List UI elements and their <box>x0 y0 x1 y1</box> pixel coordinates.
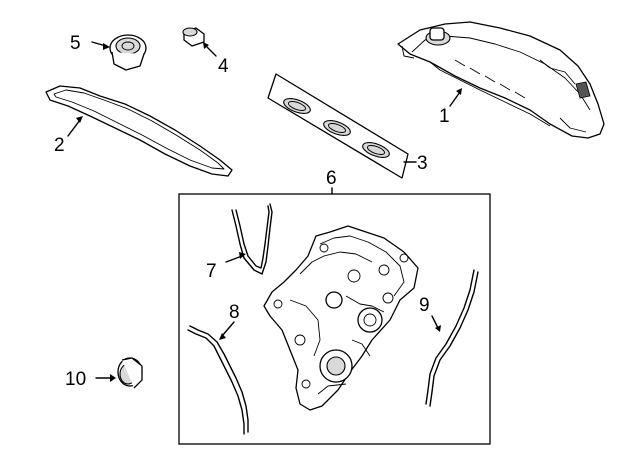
callout-1: 1 <box>439 106 450 127</box>
leader-7 <box>225 255 243 263</box>
arrow-5-icon <box>103 43 110 50</box>
callout-10: 10 <box>65 369 86 390</box>
part-5-oil-cap[interactable] <box>109 34 147 71</box>
callout-4: 4 <box>218 56 229 77</box>
leader-9 <box>431 315 439 329</box>
callout-7: 7 <box>206 261 217 282</box>
arrow-1-icon <box>456 88 462 95</box>
callout-5: 5 <box>70 33 81 54</box>
arrow-8-icon <box>219 333 226 340</box>
part-9-gasket[interactable] <box>425 269 479 407</box>
part-8-gasket[interactable] <box>187 325 249 435</box>
part-2-gasket[interactable] <box>45 85 233 177</box>
leader-1 <box>449 91 461 107</box>
part-4-plug[interactable] <box>182 27 205 47</box>
part-7-gasket[interactable] <box>231 203 273 275</box>
part-3-seal-plate[interactable] <box>267 73 409 179</box>
leader-2 <box>67 119 81 137</box>
arrow-9-icon <box>435 325 441 332</box>
arrow-4-icon <box>203 42 209 49</box>
callout-6: 6 <box>326 168 337 189</box>
callout-9: 9 <box>419 295 430 316</box>
arrow-2-icon <box>76 116 83 123</box>
arrow-7-icon <box>239 252 246 259</box>
leader-8 <box>221 321 235 337</box>
leader-4 <box>205 45 217 57</box>
part-10-crank-seal[interactable] <box>117 357 143 389</box>
callout-2: 2 <box>54 135 65 156</box>
callout-3: 3 <box>417 153 428 174</box>
part-1-valve-cover[interactable] <box>397 21 605 139</box>
callout-8: 8 <box>229 302 240 323</box>
arrow-10-icon <box>110 374 116 382</box>
part-6-group-box <box>178 193 491 445</box>
part-6-timing-cover[interactable] <box>263 225 419 411</box>
